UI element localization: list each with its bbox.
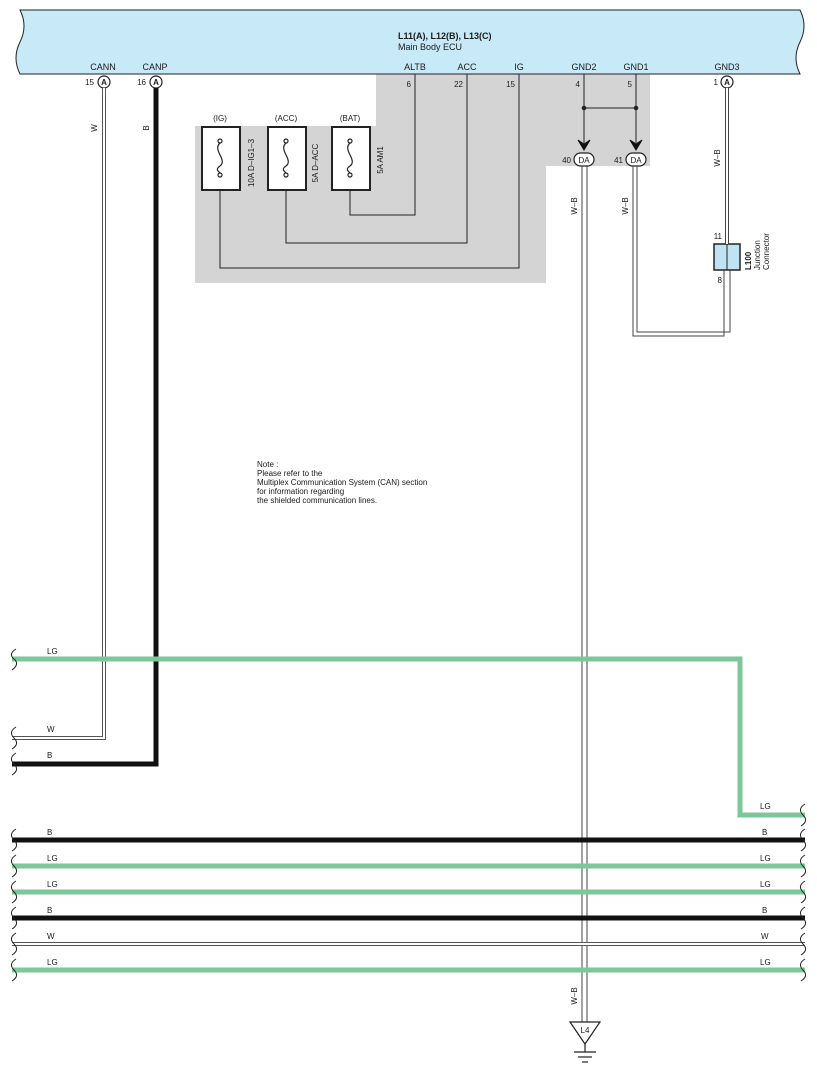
wire-altb (349, 74, 416, 216)
connector-da-40 (573, 152, 595, 167)
junction-name-1: Junction (753, 240, 762, 270)
harness-label-right-3: LG (760, 880, 771, 889)
fuse-label-ig: 10A D–IG1–3 (247, 138, 256, 187)
harness-label-left-6: LG (47, 958, 58, 967)
fuse-label-bat: 5A AM1 (376, 146, 385, 174)
ground-point-l4 (568, 1021, 602, 1046)
pin-number-altb: 6 (407, 80, 412, 89)
note-line-2: Please refer to the (257, 469, 323, 478)
wire-label-ground-bottom: W–B (570, 987, 579, 1004)
connector-da-40-pin: 40 (562, 156, 571, 165)
wire-cann (12, 88, 106, 740)
connector-da-41-pin: 41 (614, 156, 623, 165)
note-line-5: the shielded communication lines. (257, 496, 377, 505)
pin-number-cann: 15 (85, 78, 94, 87)
pin-name-gnd3: GND3 (714, 62, 739, 72)
pin-number-gnd3: 1 (714, 78, 719, 87)
connector-da-41-label: DA (630, 156, 642, 165)
wire-label-gnd3: W–B (713, 149, 722, 166)
harness-label-right-1: B (762, 828, 767, 837)
wire-label-gnd1: W–B (621, 197, 630, 214)
wire-label-gnd2: W–B (570, 197, 579, 214)
left-bus-label-b: B (47, 751, 52, 760)
note-line-4: for information regarding (257, 487, 344, 496)
harness-label-right-2: LG (760, 854, 771, 863)
harness-label-left-5: W (47, 932, 55, 941)
left-bus-label-lg: LG (47, 647, 58, 656)
break-marks-right (799, 803, 807, 982)
wire-gnd1 (632, 166, 731, 337)
junction-pin-bottom: 8 (718, 276, 723, 285)
fuse-group-bat: (BAT) (340, 114, 361, 123)
connector-da-41 (625, 152, 647, 167)
pin-name-ig: IG (514, 62, 524, 72)
wire-gnd2 (581, 166, 588, 1022)
fuse-group-ig: (IG) (213, 114, 227, 123)
ecu-title: L11(A), L12(B), L13(C) (398, 31, 492, 41)
wire-lg-left-bus (12, 656, 805, 818)
connector-a-canp-label: A (153, 78, 159, 87)
pin-name-gnd1: GND1 (623, 62, 648, 72)
pin-number-gnd2: 4 (576, 80, 581, 89)
harness-label-left-4: B (47, 906, 52, 915)
pin-number-gnd1: 5 (628, 80, 633, 89)
ecu-box (15, 9, 805, 75)
break-marks-left (10, 648, 18, 982)
pin-name-altb: ALTB (404, 62, 426, 72)
wire-ig (219, 74, 520, 269)
harness-label-right-5: W (761, 932, 769, 941)
wire-canp (12, 88, 159, 767)
fuse-label-acc: 5A D–ACC (311, 143, 320, 182)
fuse-symbol-bat (346, 138, 353, 178)
harness-label-left-3: LG (47, 880, 58, 889)
connector-a-cann-label: A (101, 78, 107, 87)
right-bus-label-lg: LG (760, 802, 771, 811)
fuse-symbol-acc (282, 138, 289, 178)
note-line-1: Note : (257, 460, 278, 469)
pin-number-canp: 16 (137, 78, 146, 87)
pin-name-acc: ACC (457, 62, 477, 72)
ground-icon (574, 1044, 596, 1063)
ground-point-label: L4 (581, 1026, 590, 1035)
wire-label-cann: W (90, 124, 99, 132)
harness-label-right-6: LG (760, 958, 771, 967)
junction-pin-top: 11 (714, 232, 723, 241)
fuse-symbol-ig (216, 138, 223, 178)
arrow-gnd1 (629, 139, 643, 151)
pin-number-ig: 15 (506, 80, 515, 89)
note-line-3: Multiplex Communication System (CAN) sec… (257, 478, 427, 487)
shaded-supply-region (195, 74, 650, 283)
ecu-subtitle: Main Body ECU (398, 42, 462, 52)
fuse-box-acc (267, 126, 307, 191)
pin-name-gnd2: GND2 (571, 62, 596, 72)
ground-splice (581, 74, 639, 143)
pin-name-canp: CANP (142, 62, 167, 72)
pin-name-cann: CANN (90, 62, 116, 72)
harness-label-right-4: B (762, 906, 767, 915)
junction-id: L100 (744, 251, 753, 270)
connector-da-40-label: DA (578, 156, 590, 165)
fuse-group-acc: (ACC) (275, 114, 298, 123)
wire-acc (285, 74, 468, 244)
wire-label-canp: B (142, 125, 151, 130)
connector-a-gnd3-label: A (724, 78, 730, 87)
arrow-gnd2 (577, 139, 591, 151)
junction-name-2: Connector (762, 233, 771, 270)
left-bus-label-w: W (47, 725, 55, 734)
pin-number-acc: 22 (454, 80, 463, 89)
harness-label-left-2: LG (47, 854, 58, 863)
harness-label-left-1: B (47, 828, 52, 837)
